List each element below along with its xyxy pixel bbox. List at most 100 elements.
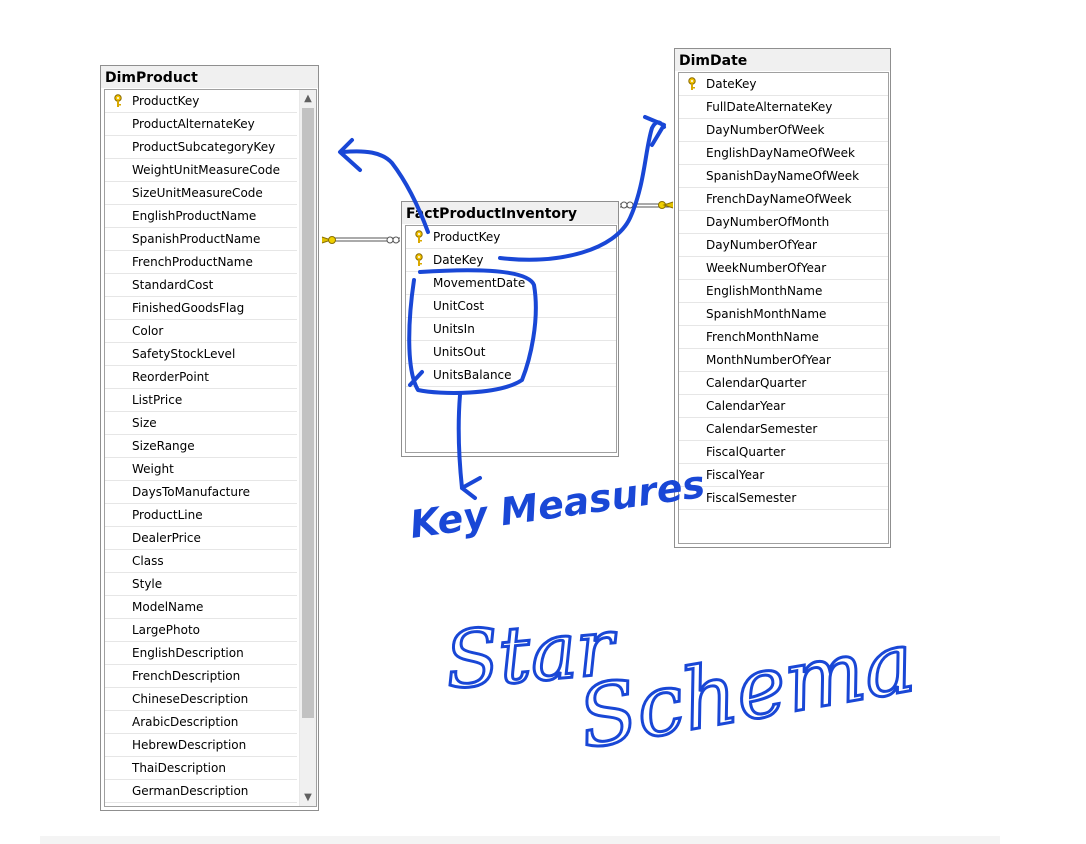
column-row[interactable]: SizeUnitMeasureCode	[105, 182, 297, 205]
column-name: EnglishMonthName	[706, 284, 823, 298]
column-row[interactable]: FrenchMonthName	[679, 326, 888, 349]
column-row[interactable]: StandardCost	[105, 274, 297, 297]
column-name: ProductSubcategoryKey	[132, 140, 276, 154]
column-name: FrenchDescription	[132, 669, 241, 683]
column-name: UnitsIn	[433, 322, 475, 336]
column-row[interactable]: CalendarQuarter	[679, 372, 888, 395]
vertical-scrollbar[interactable]: ▲ ▼	[299, 90, 316, 806]
column-row[interactable]: FullDateAlternateKey	[679, 96, 888, 119]
arrow-to-dimdate	[498, 115, 666, 262]
column-row[interactable]: FinishedGoodsFlag	[105, 297, 297, 320]
column-row[interactable]: FrenchProductName	[105, 251, 297, 274]
column-row[interactable]: Class	[105, 550, 297, 573]
column-row[interactable]: ChineseDescription	[105, 688, 297, 711]
column-row[interactable]: SafetyStockLevel	[105, 343, 297, 366]
column-row[interactable]: ProductSubcategoryKey	[105, 136, 297, 159]
table-title[interactable]: DimDate	[675, 49, 890, 71]
column-row[interactable]: SpanishDayNameOfWeek	[679, 165, 888, 188]
column-row[interactable]: DayNumberOfYear	[679, 234, 888, 257]
column-row[interactable]: Color	[105, 320, 297, 343]
bottom-strip	[40, 836, 1000, 844]
column-name: EnglishDescription	[132, 646, 244, 660]
column-name: DayNumberOfYear	[706, 238, 817, 252]
column-name: StandardCost	[132, 278, 214, 292]
column-name: ReorderPoint	[132, 370, 209, 384]
column-name: MonthNumberOfYear	[706, 353, 831, 367]
column-row[interactable]: HebrewDescription	[105, 734, 297, 757]
column-row[interactable]: FrenchDescription	[105, 665, 297, 688]
scroll-up-icon[interactable]: ▲	[304, 93, 312, 104]
table-title[interactable]: DimProduct	[101, 66, 318, 88]
column-row[interactable]: ProductAlternateKey	[105, 113, 297, 136]
column-name: FrenchProductName	[132, 255, 253, 269]
column-row[interactable]: SpanishMonthName	[679, 303, 888, 326]
column-row[interactable]: UnitsIn	[406, 318, 616, 341]
column-name: FrenchMonthName	[706, 330, 819, 344]
column-name: DayNumberOfWeek	[706, 123, 825, 137]
column-name: HebrewDescription	[132, 738, 247, 752]
column-row[interactable]: Size	[105, 412, 297, 435]
scroll-thumb[interactable]	[302, 108, 314, 718]
column-row[interactable]: DaysToManufacture	[105, 481, 297, 504]
key-icon	[415, 253, 423, 266]
column-row[interactable]: EnglishProductName	[105, 205, 297, 228]
column-row[interactable]: ListPrice	[105, 389, 297, 412]
column-name: CalendarYear	[706, 399, 786, 413]
column-row[interactable]: EnglishMonthName	[679, 280, 888, 303]
column-name: DateKey	[706, 77, 757, 91]
column-row[interactable]: DayNumberOfWeek	[679, 119, 888, 142]
column-name: LargePhoto	[132, 623, 200, 637]
column-row[interactable]: GermanDescription	[105, 780, 297, 803]
column-row[interactable]: ReorderPoint	[105, 366, 297, 389]
column-row[interactable]: UnitsOut	[406, 341, 616, 364]
column-row[interactable]: CalendarYear	[679, 395, 888, 418]
column-row[interactable]: FiscalYear	[679, 464, 888, 487]
relationship-fact-date[interactable]	[620, 201, 674, 209]
column-row[interactable]: Style	[105, 573, 297, 596]
column-row[interactable]: DayNumberOfMonth	[679, 211, 888, 234]
column-row[interactable]: ModelName	[105, 596, 297, 619]
column-row[interactable]: FiscalSemester	[679, 487, 888, 510]
column-name: SpanishDayNameOfWeek	[706, 169, 860, 183]
column-row[interactable]: ProductLine	[105, 504, 297, 527]
relationship-product-fact[interactable]	[321, 236, 400, 244]
column-row[interactable]: EnglishDayNameOfWeek	[679, 142, 888, 165]
table-title[interactable]: FactProductInventory	[402, 202, 618, 224]
key-icon	[688, 77, 696, 90]
column-row[interactable]: FrenchDayNameOfWeek	[679, 188, 888, 211]
column-row[interactable]: SpanishProductName	[105, 228, 297, 251]
column-row[interactable]: FiscalQuarter	[679, 441, 888, 464]
column-row[interactable]: CalendarSemester	[679, 418, 888, 441]
column-row[interactable]: MonthNumberOfYear	[679, 349, 888, 372]
column-row[interactable]: ThaiDescription	[105, 757, 297, 780]
column-name: FrenchDayNameOfWeek	[706, 192, 852, 206]
column-name: SpanishProductName	[132, 232, 261, 246]
column-row[interactable]: WeightUnitMeasureCode	[105, 159, 297, 182]
column-row[interactable]: DealerPrice	[105, 527, 297, 550]
column-row[interactable]: UnitCost	[406, 295, 616, 318]
column-row[interactable]: LargePhoto	[105, 619, 297, 642]
column-row[interactable]: SizeRange	[105, 435, 297, 458]
column-name: ThaiDescription	[132, 761, 226, 775]
column-name: DateKey	[433, 253, 484, 267]
arrow-to-dimproduct	[338, 138, 430, 234]
column-name: Color	[132, 324, 164, 338]
column-name: Class	[132, 554, 164, 568]
column-row[interactable]: EnglishDescription	[105, 642, 297, 665]
column-row[interactable]: ProductKey	[105, 90, 297, 113]
column-row[interactable]: WeekNumberOfYear	[679, 257, 888, 280]
column-name: Style	[132, 577, 163, 591]
column-row[interactable]: ArabicDescription	[105, 711, 297, 734]
column-row[interactable]: ProductKey	[406, 226, 616, 249]
column-row[interactable]: DateKey	[679, 73, 888, 96]
column-name: FiscalYear	[706, 468, 765, 482]
column-row[interactable]: Weight	[105, 458, 297, 481]
key-icon	[415, 230, 423, 243]
scroll-down-icon[interactable]: ▼	[304, 792, 312, 803]
column-row[interactable]: MovementDate	[406, 272, 616, 295]
